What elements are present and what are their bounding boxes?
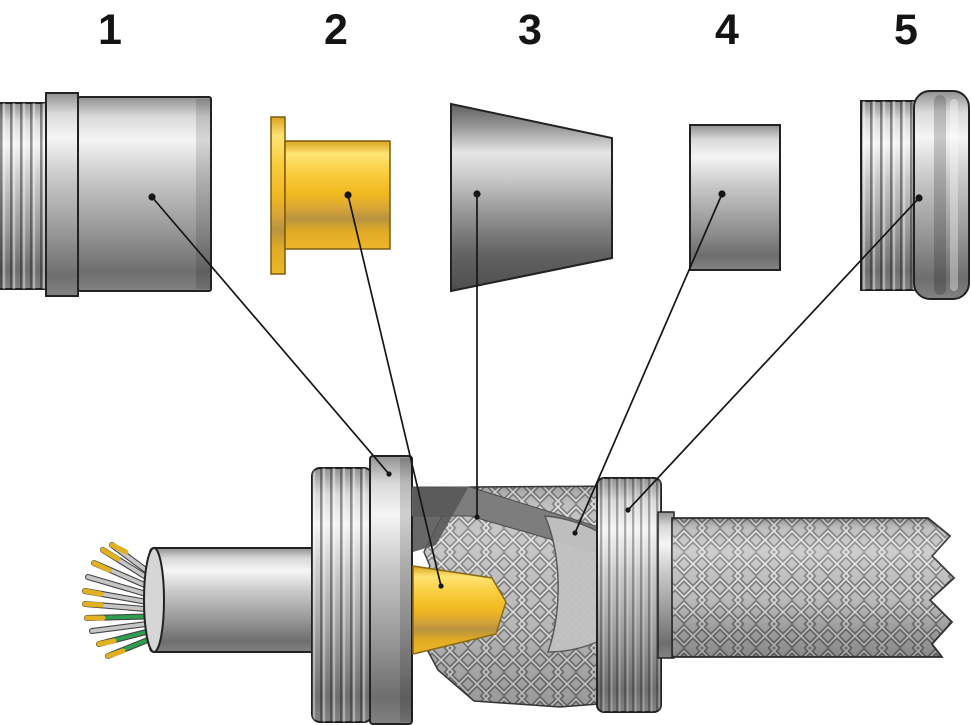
part-2-flange (270, 116, 286, 275)
cable-jacket-body (149, 547, 337, 653)
part-1-edge-shade (196, 99, 210, 289)
assembled-view (82, 455, 956, 725)
leader-end-dot-5 (625, 507, 631, 513)
leader-lines (148, 190, 923, 589)
cutaway-shadow-wedge (413, 487, 468, 552)
cable-jacket (143, 547, 337, 653)
leader-line-4 (574, 193, 723, 534)
leader-end-dot-1 (386, 471, 392, 477)
part-4-ring (689, 124, 781, 271)
part-label-2: 2 (324, 6, 348, 54)
leader-dot-3 (473, 190, 481, 198)
part-3-cone (450, 102, 613, 293)
leader-line-5 (627, 197, 920, 511)
leader-dot-4 (718, 190, 726, 198)
leader-end-dot-2 (438, 583, 444, 589)
assembly-thread-collar (311, 467, 373, 723)
part-2-gold-bushing (270, 116, 391, 275)
part-5-cap (913, 90, 970, 300)
assembly-gland-nut (596, 477, 662, 713)
leader-end-dot-3 (474, 514, 480, 520)
braided-cable (671, 517, 956, 658)
leader-dot-2 (344, 191, 352, 199)
part-label-4: 4 (715, 6, 739, 54)
leader-end-dot-4 (572, 530, 578, 536)
braided-cable-shade (672, 518, 954, 657)
part-1-backshell-body (0, 92, 212, 297)
part-1-collar (45, 92, 79, 297)
leader-line-1 (151, 196, 390, 475)
cable-jacket-end (143, 547, 165, 653)
flange-body (369, 455, 413, 725)
part-label-3: 3 (518, 6, 542, 54)
part-5-cap-groove (934, 95, 946, 295)
part-label-1: 1 (98, 6, 122, 54)
leader-dot-1 (148, 193, 156, 201)
part-1-body (77, 96, 212, 292)
part-number-labels: 1 2 3 4 5 (98, 6, 918, 54)
collar-ribs (312, 468, 372, 722)
leader-dots (148, 190, 923, 589)
leader-line-2 (347, 194, 442, 587)
leader-dot-5 (915, 194, 923, 202)
wire-gold-tips (82, 542, 129, 659)
part-3-cone-sleeve (450, 102, 613, 293)
assembly-flange (369, 455, 413, 725)
part-4-body (689, 124, 781, 271)
flange-shade (400, 458, 412, 722)
part-2-body (284, 140, 391, 250)
gland-nut-knurl (597, 478, 661, 712)
part-5-gland-nut (860, 90, 970, 300)
gold-bushing-in-place (412, 565, 507, 655)
part-label-5: 5 (894, 6, 918, 54)
part-5-cap-highlight (950, 99, 958, 291)
